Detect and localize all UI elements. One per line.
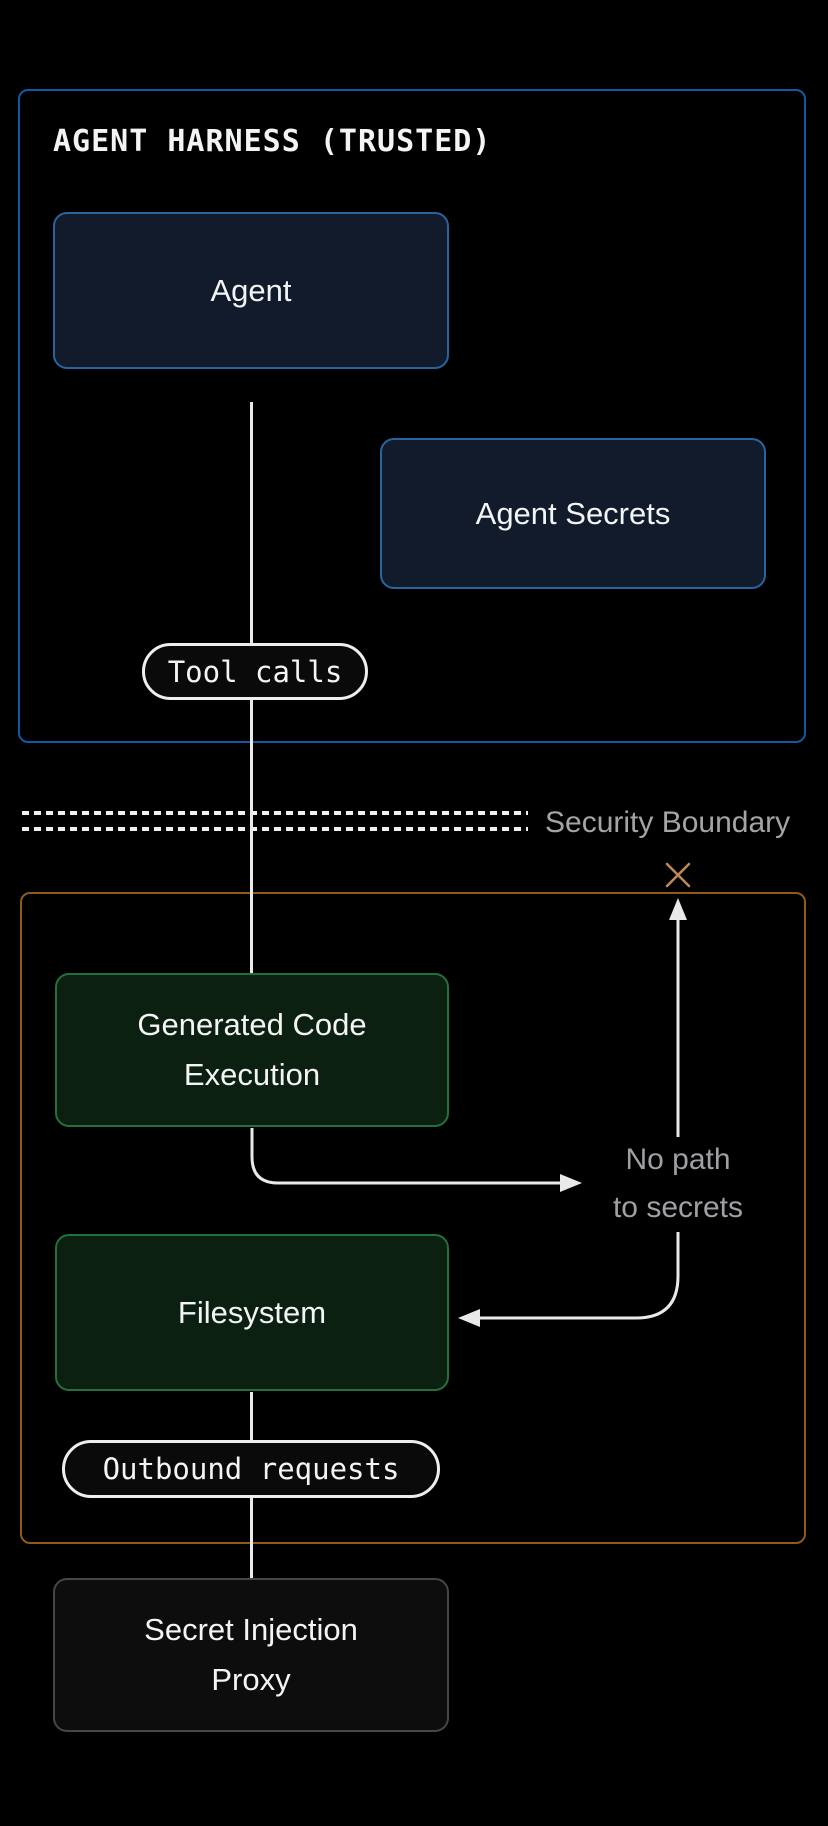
security-boundary-dash-bottom <box>22 827 528 831</box>
node-agent: Agent <box>53 212 449 369</box>
node-generated-code-execution: Generated Code Execution <box>55 973 449 1127</box>
annotation-line-2: to secrets <box>612 1191 744 1224</box>
node-secret-injection-proxy-label: Secret Injection Proxy <box>144 1612 358 1697</box>
annotation-no-path-to-secrets: No path to secrets <box>578 1136 778 1232</box>
security-boundary-dash-top <box>22 811 528 815</box>
trusted-zone-box <box>18 89 806 743</box>
blocked-x-icon <box>665 862 691 888</box>
node-agent-label: Agent <box>210 272 292 308</box>
outbound-requests-text: Outbound requests <box>102 1452 400 1486</box>
edge-label-outbound-requests: Outbound requests <box>62 1440 440 1498</box>
node-filesystem: Filesystem <box>55 1234 449 1391</box>
node-agent-secrets: Agent Secrets <box>380 438 766 589</box>
edge-label-tool-calls: Tool calls <box>142 643 368 700</box>
trusted-zone-title: AGENT HARNESS (TRUSTED) <box>53 124 492 159</box>
security-boundary-label: Security Boundary <box>545 806 791 839</box>
node-filesystem-label: Filesystem <box>177 1294 327 1330</box>
node-agent-secrets-label: Agent Secrets <box>475 495 671 531</box>
node-secret-injection-proxy: Secret Injection Proxy <box>53 1578 449 1732</box>
annotation-line-1: No path <box>625 1143 731 1176</box>
node-generated-code-execution-label: Generated Code Execution <box>137 1007 367 1092</box>
sandbox-zone-box <box>20 892 806 1544</box>
tool-calls-text: Tool calls <box>167 654 343 689</box>
